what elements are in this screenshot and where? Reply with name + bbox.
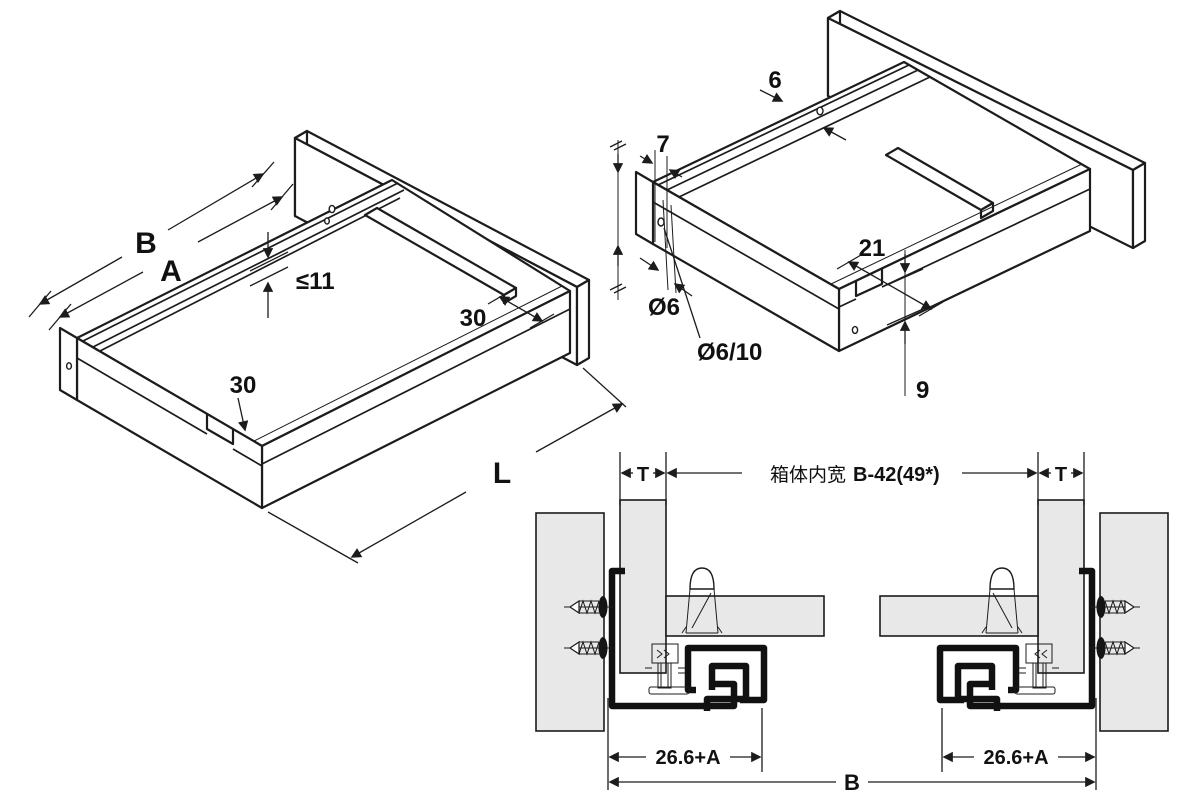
locking-clip [1014, 643, 1059, 695]
dim-6: 6 [759, 67, 847, 141]
dim-label-max-thickness: ≤11 [296, 268, 335, 295]
dim-9: 9 [886, 250, 929, 404]
dim-label-notch-length: 21 [859, 235, 886, 262]
dim-label-outer-length: B [135, 227, 157, 260]
cross-section-view: T T 箱体内宽 B-42(49*) 26.6+A 26.6+A B [535, 452, 1169, 795]
dim-label-offset-left: 26.6+A [655, 747, 720, 769]
dim-max-thickness: ≤11 [249, 232, 335, 318]
drawer-side-panel [619, 499, 667, 674]
dim-label-rail-width: 6 [768, 67, 781, 94]
dim-label-thickness-right: T [1055, 464, 1067, 486]
locking-clip [645, 643, 690, 695]
side-rail-groove [657, 64, 931, 198]
dim-label-hole-dia: Ø6 [648, 294, 680, 321]
dim-label-groove-width: 7 [656, 131, 669, 158]
drawer-bottom-panel [665, 595, 825, 637]
alignment-pin [681, 567, 723, 634]
drawer-side-panel [1037, 499, 1085, 674]
dim-label-hole-dia-depth: Ø6/10 [697, 339, 762, 366]
dim-label-offset-right: 26.6+A [983, 747, 1048, 769]
dim-dia6-10: Ø6/10 [663, 227, 762, 366]
dim-ticks-left [609, 140, 627, 300]
section-right-half [879, 499, 1169, 732]
drawer-back-side [58, 326, 264, 510]
dim-A-left-view: A [48, 183, 294, 331]
runner-strip [884, 146, 995, 220]
cabinet-side-panel [535, 512, 605, 732]
drawer-back-side [634, 150, 841, 353]
dim-21: 21 [836, 235, 944, 317]
left-drawer-view: B A ≤11 30 30 [28, 129, 626, 563]
dim-label-inner-length: A [160, 255, 182, 288]
dim-label-slide-length: L [493, 457, 511, 490]
alignment-pin [981, 567, 1023, 634]
dim-L: L [267, 367, 626, 563]
dim-dia6: Ø6 [639, 257, 693, 321]
drawer-bottom-panel [879, 595, 1039, 637]
slide-profile-drawer [684, 644, 768, 704]
cabinet-side-panel [1099, 512, 1169, 732]
dim-label-rail-inset-right: 30 [460, 305, 487, 332]
slide-profile-cabinet [608, 567, 738, 710]
dim-label-edge-distance: 9 [916, 377, 929, 404]
right-drawer-view: 6 7 Ø6 Ø6/10 [609, 9, 1147, 404]
dim-label-thickness-left: T [637, 464, 649, 486]
dim-30-right: 30 [460, 289, 555, 332]
slide-profile-inner [703, 662, 750, 711]
dim-30-front: 30 [230, 372, 257, 432]
section-left-half [535, 499, 825, 732]
dim-row-top: T T 箱体内宽 B-42(49*) [619, 452, 1085, 505]
dim-label-overall-width: B [844, 770, 860, 795]
dim-row-bottom: 26.6+A 26.6+A B [607, 698, 1097, 795]
dim-7: 7 [639, 131, 683, 179]
dim-label-rail-inset-front: 30 [230, 372, 257, 399]
dim-label-inner-width-formula: B-42(49*) [853, 464, 940, 486]
dim-label-inner-width-caption: 箱体内宽 [770, 464, 846, 486]
